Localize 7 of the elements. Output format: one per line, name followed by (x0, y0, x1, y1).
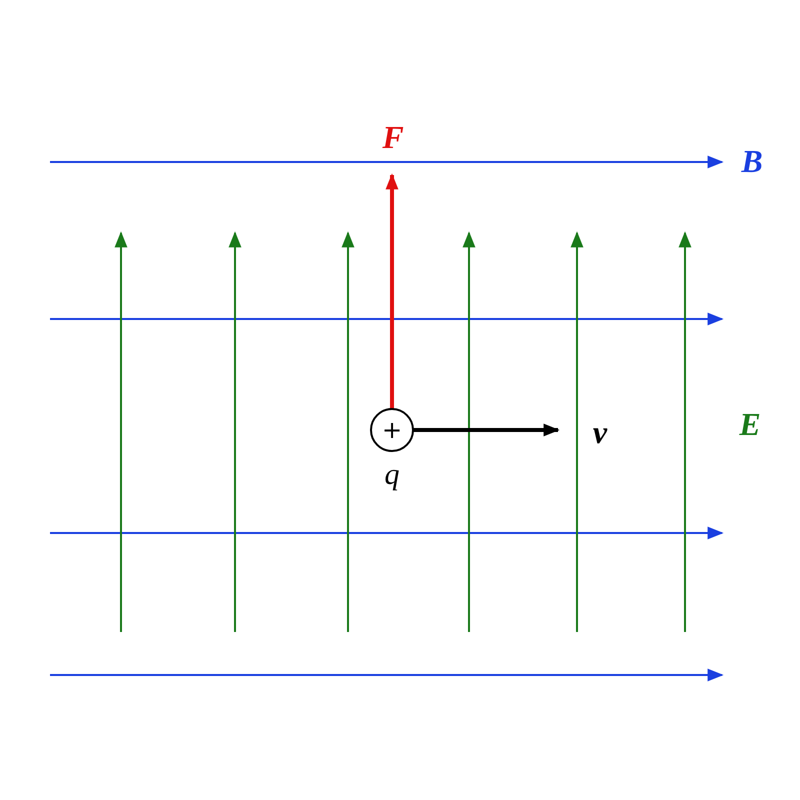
force-label: F (382, 121, 404, 153)
velocity-label: v (592, 416, 608, 448)
magnetic-field-label: B (741, 145, 763, 177)
charge-sign: + (382, 418, 402, 442)
charge-label: q (384, 460, 400, 490)
electric-field-label: E (739, 408, 761, 440)
charge-circle (370, 408, 414, 452)
